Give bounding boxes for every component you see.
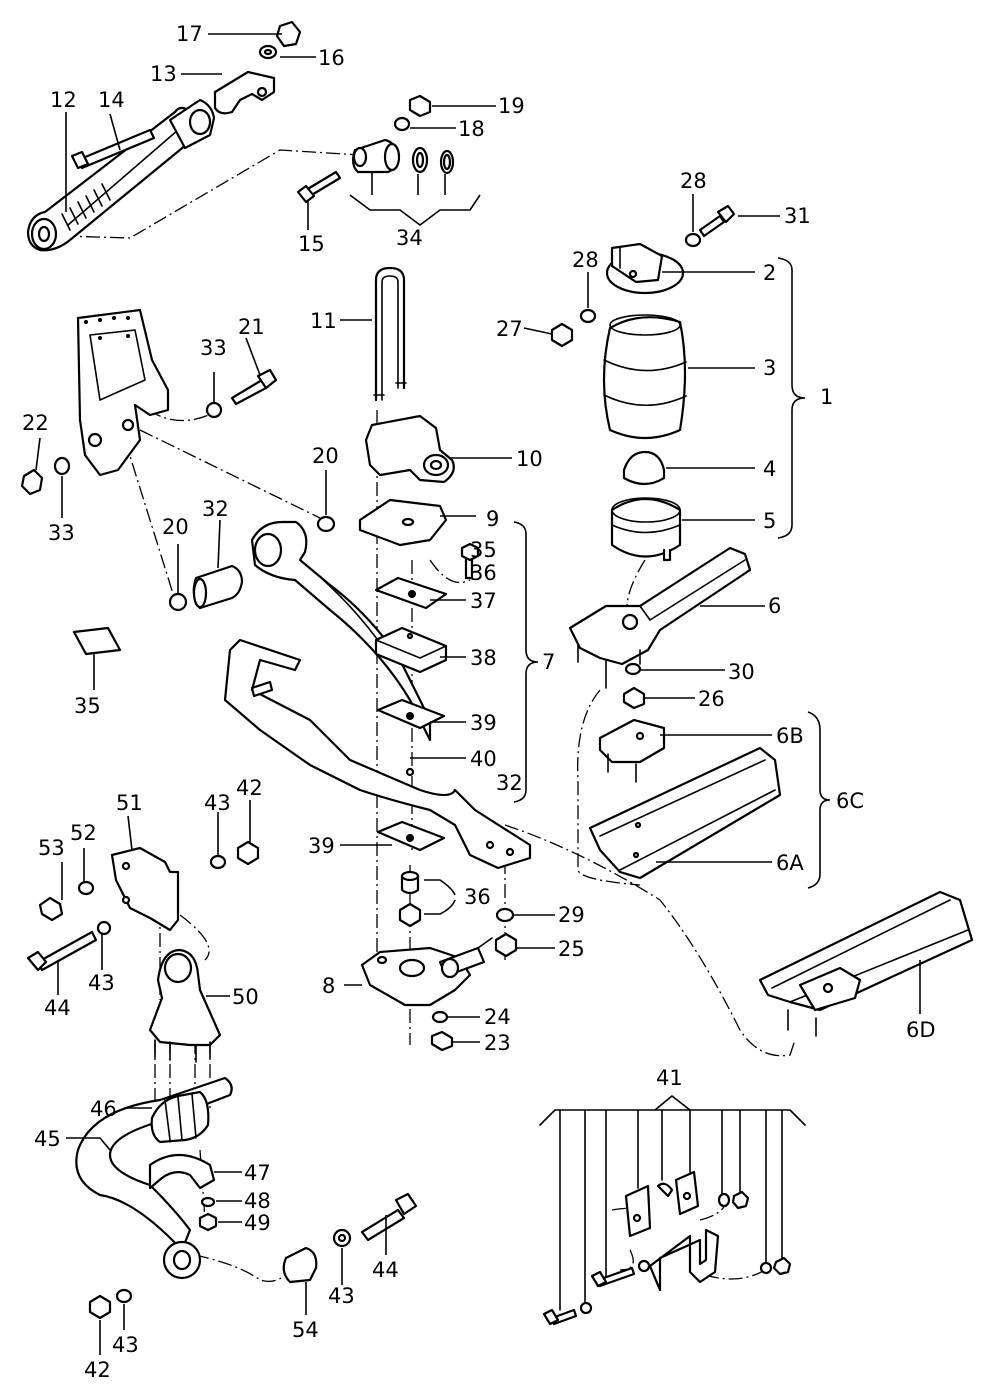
callout-53: 53 <box>38 836 65 860</box>
callout-46: 46 <box>90 1097 117 1121</box>
callout-6D: 6D <box>906 1018 936 1042</box>
callout-23: 23 <box>484 1031 511 1055</box>
callout-43-bottom: 43 <box>112 1333 139 1357</box>
callout-42: 42 <box>84 1358 111 1382</box>
stabilizer-assembly <box>26 840 418 1320</box>
callout-43-top: 43 <box>204 791 231 815</box>
callout-26: 26 <box>698 687 725 711</box>
kit-41 <box>539 1095 806 1326</box>
callout-18: 18 <box>458 117 485 141</box>
callout-28-top: 28 <box>680 169 707 193</box>
spring-pack <box>223 542 532 928</box>
callout-19: 19 <box>498 94 525 118</box>
callout-28: 28 <box>572 248 599 272</box>
callout-37: 37 <box>470 589 497 613</box>
callout-3: 3 <box>763 356 776 380</box>
callout-7: 7 <box>542 650 555 674</box>
callout-36: 36 <box>470 561 497 585</box>
callout-20-top: 20 <box>312 444 339 468</box>
callout-35-pad: 35 <box>74 694 101 718</box>
callout-12: 12 <box>50 88 77 112</box>
cross-member-variants <box>588 718 974 1037</box>
callout-49: 49 <box>244 1211 271 1235</box>
callout-35: 35 <box>470 538 497 562</box>
callout-25: 25 <box>558 937 585 961</box>
callout-43-right: 43 <box>328 1284 355 1308</box>
callout-21: 21 <box>238 315 265 339</box>
callout-9: 9 <box>486 507 499 531</box>
callout-43-mid: 43 <box>88 971 115 995</box>
callout-32: 32 <box>496 771 523 795</box>
callout-48: 48 <box>244 1189 271 1213</box>
callout-41: 41 <box>656 1066 683 1090</box>
callout-13: 13 <box>150 62 177 86</box>
callout-29: 29 <box>558 903 585 927</box>
callout-47: 47 <box>244 1161 271 1185</box>
callout-5: 5 <box>763 509 776 533</box>
callout-36-lower: 36 <box>464 885 491 909</box>
callout-44: 44 <box>372 1258 399 1282</box>
callout-52: 52 <box>70 821 97 845</box>
callout-39-lower: 39 <box>308 834 335 858</box>
callout-6: 6 <box>768 594 781 618</box>
callout-14: 14 <box>98 88 125 112</box>
callout-6A: 6A <box>776 851 804 875</box>
callout-22: 22 <box>22 411 49 435</box>
callout-16: 16 <box>318 46 345 70</box>
callout-11: 11 <box>310 309 337 333</box>
callout-45: 45 <box>34 1127 61 1151</box>
callout-8: 8 <box>322 974 335 998</box>
callout-31: 31 <box>784 204 811 228</box>
callout-50: 50 <box>232 985 259 1009</box>
bushing-kit <box>296 94 455 204</box>
callout-38: 38 <box>470 646 497 670</box>
callout-4: 4 <box>763 457 776 481</box>
axle-seat <box>360 907 518 1052</box>
callout-1: 1 <box>820 385 833 409</box>
clamp-assembly <box>358 266 455 547</box>
callout-17: 17 <box>176 22 203 46</box>
callout-2: 2 <box>763 261 776 285</box>
air-spring <box>550 204 736 562</box>
callout-24: 24 <box>484 1005 511 1029</box>
callout-34: 34 <box>396 226 423 250</box>
callout-54: 54 <box>292 1318 319 1342</box>
callout-51: 51 <box>116 791 143 815</box>
callout-10: 10 <box>516 447 543 471</box>
callout-20: 20 <box>162 515 189 539</box>
callout-44-top: 44 <box>44 996 71 1020</box>
callout-33-top: 33 <box>200 336 227 360</box>
cross-member-6 <box>568 546 752 710</box>
callout-30: 30 <box>728 660 755 684</box>
callout-27: 27 <box>496 317 523 341</box>
callout-6C: 6C <box>836 789 864 813</box>
callout-32-top: 32 <box>202 497 229 521</box>
callout-6B: 6B <box>776 724 804 748</box>
callout-15: 15 <box>298 232 325 256</box>
callout-labels: 17 16 13 12 14 19 18 15 34 28 31 28 2 11… <box>22 22 936 1382</box>
callout-42-top: 42 <box>236 776 263 800</box>
frame-bracket <box>20 308 336 656</box>
torque-rod-assembly <box>26 20 302 252</box>
callout-33: 33 <box>48 521 75 545</box>
leader-lines <box>35 33 921 1355</box>
callout-40: 40 <box>470 747 497 771</box>
callout-39: 39 <box>470 711 497 735</box>
